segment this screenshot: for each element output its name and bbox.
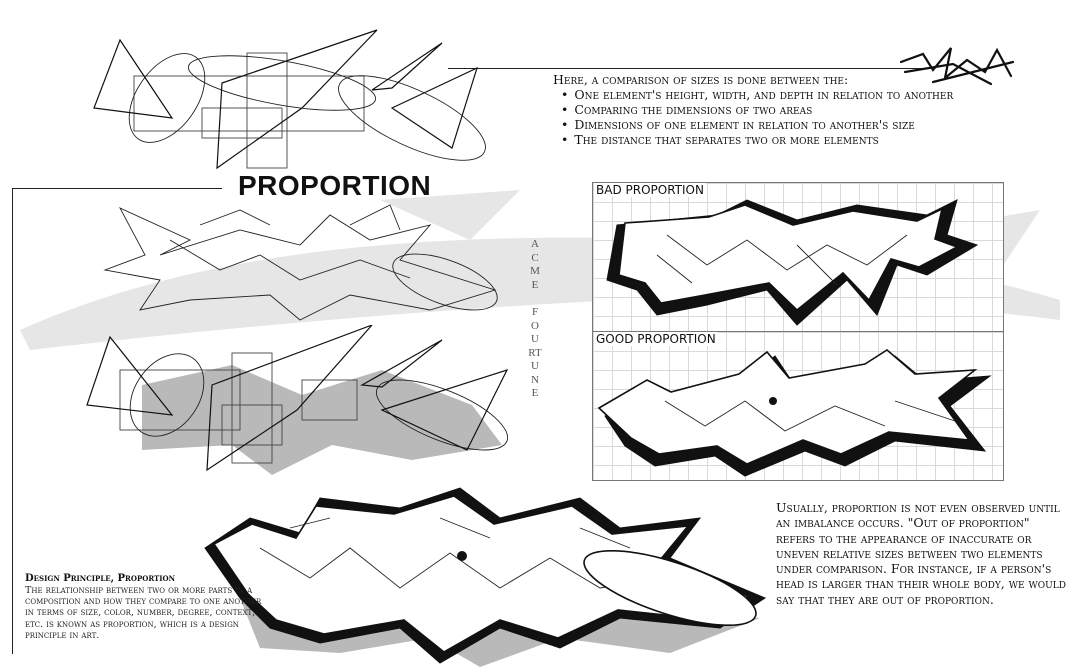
bad-lettering xyxy=(606,199,979,326)
intro-bullet: Dimensions of one element in relation to… xyxy=(561,117,993,132)
signature-tag xyxy=(899,47,1015,86)
left-vertical-rule xyxy=(12,188,13,654)
main-lettering xyxy=(204,487,767,667)
intro-bullet: Comparing the dimensions of two areas xyxy=(561,102,993,117)
bad-proportion-panel: BAD PROPORTION xyxy=(592,182,1004,332)
top-rule xyxy=(448,68,928,69)
vertical-caption: ACME FOURTUNE xyxy=(528,238,542,401)
intro-bullet: One element's height, width, and depth i… xyxy=(561,87,993,102)
design-principle-title: Design Principle, Proportion xyxy=(25,573,176,584)
design-principle-text: The relationship between two or more par… xyxy=(25,585,262,641)
intro-bullet: The distance that separates two or more … xyxy=(561,132,993,147)
vertical-word-acme: ACME xyxy=(530,238,540,291)
good-proportion-label: GOOD PROPORTION xyxy=(594,332,718,346)
intro-block: Here, a comparison of sizes is done betw… xyxy=(553,72,993,147)
good-lettering xyxy=(597,349,992,477)
outline-lettering xyxy=(103,204,498,321)
good-proportion-panel: GOOD PROPORTION xyxy=(592,331,1004,481)
intro-lead: Here, a comparison of sizes is done betw… xyxy=(553,72,849,87)
bad-proportion-label: BAD PROPORTION xyxy=(594,183,706,197)
construction-sketch xyxy=(93,29,486,170)
left-rule xyxy=(12,188,222,189)
body-paragraph: Usually, proportion is not even observed… xyxy=(776,500,1066,607)
intro-bullet-list: One element's height, width, and depth i… xyxy=(553,87,993,147)
vertical-word-fourtune: FOURTUNE xyxy=(528,306,542,399)
page-title: PROPORTION xyxy=(238,170,432,201)
construction-lettering xyxy=(86,325,509,475)
